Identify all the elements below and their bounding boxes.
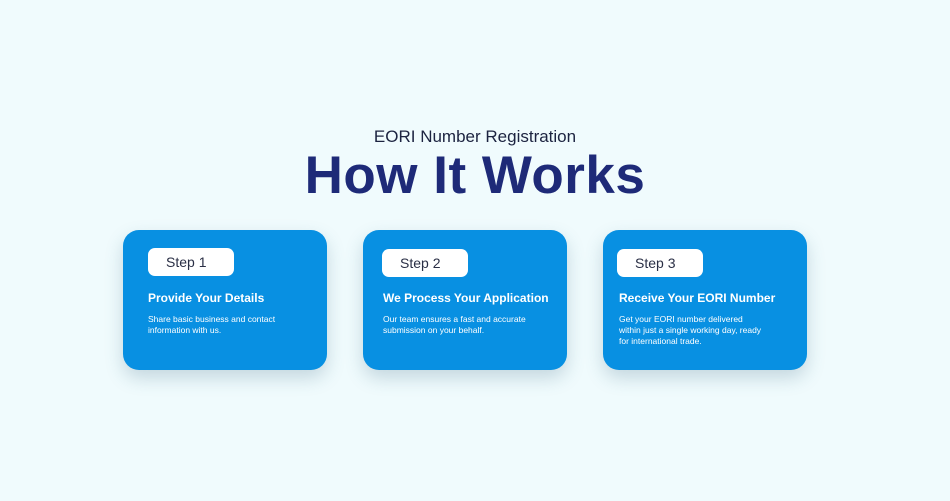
step-card-2: Step 2 We Process Your Application Our t… <box>363 230 567 370</box>
step-badge: Step 2 <box>382 249 468 277</box>
step-badge: Step 3 <box>617 249 703 277</box>
step-card-3: Step 3 Receive Your EORI Number Get your… <box>603 230 807 370</box>
step-description: Get your EORI number delivered within ju… <box>619 314 762 346</box>
step-description: Share basic business and contact informa… <box>148 314 276 335</box>
step-title: Provide Your Details <box>148 291 265 305</box>
step-title: Receive Your EORI Number <box>619 291 776 305</box>
step-title: We Process Your Application <box>383 291 549 305</box>
page-title: How It Works <box>304 146 646 205</box>
step-badge: Step 1 <box>148 248 234 276</box>
section-subtitle: EORI Number Registration <box>373 127 577 146</box>
step-description: Our team ensures a fast and accurate sub… <box>383 314 526 335</box>
step-card-1: Step 1 Provide Your Details Share basic … <box>123 230 327 370</box>
